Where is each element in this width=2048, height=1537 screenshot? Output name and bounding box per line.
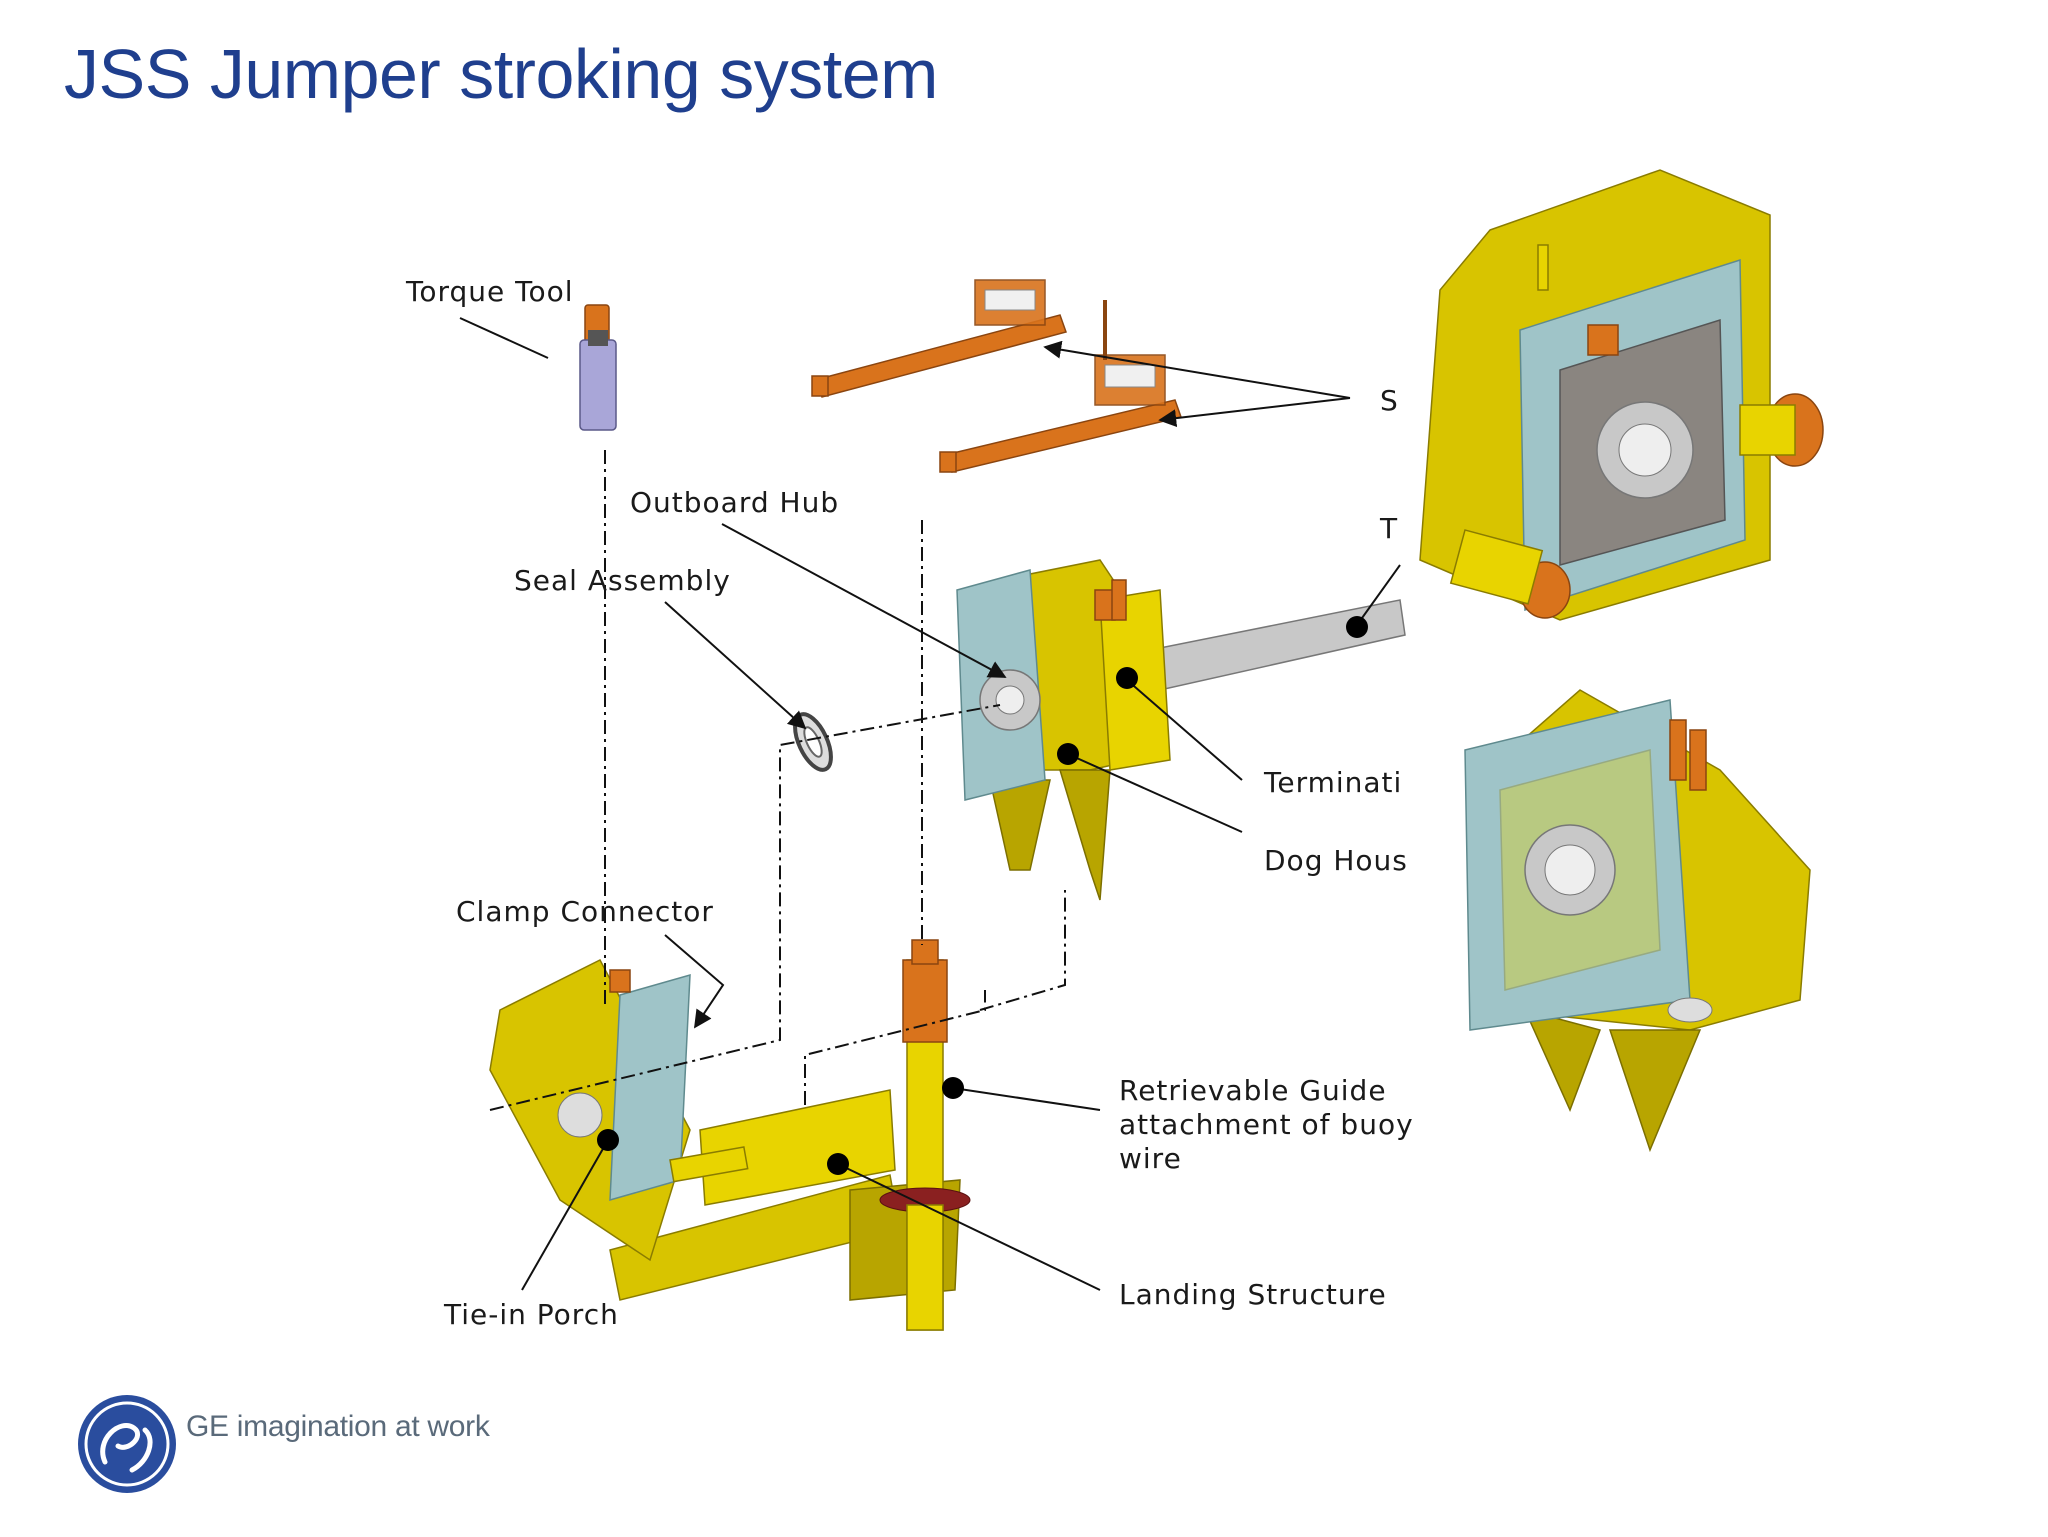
label-seal-assembly: Seal Assembly	[514, 564, 731, 597]
label-retrievable-line1: Retrievable Guide	[1119, 1074, 1387, 1107]
label-landing-structure: Landing Structure	[1119, 1278, 1387, 1311]
right-view-upper-illustration	[1419, 169, 1824, 621]
label-stroking-tool: S	[1380, 384, 1399, 417]
landing-structure-illustration	[489, 939, 971, 1331]
page-title: JSS Jumper stroking system	[64, 35, 938, 113]
callout-dots	[597, 616, 1368, 1175]
label-termination: Terminati	[1263, 766, 1402, 799]
torque-tool-illustration	[579, 304, 617, 431]
leader-lines	[459, 317, 1401, 1291]
label-torque-tool: Torque Tool	[405, 275, 574, 308]
label-t: T	[1379, 512, 1398, 545]
label-dog-house: Dog Hous	[1264, 844, 1408, 877]
label-outboard-hub: Outboard Hub	[630, 486, 839, 519]
stroking-tool-lower	[939, 300, 1182, 473]
label-retrievable-line2: attachment of buoy	[1119, 1108, 1414, 1141]
stroking-tool-upper	[811, 279, 1067, 398]
label-clamp-connector: Clamp Connector	[456, 895, 714, 928]
ge-monogram-icon	[78, 1395, 176, 1493]
label-tie-in-porch: Tie-in Porch	[443, 1298, 619, 1331]
assembly-lines	[489, 450, 1066, 1111]
ge-tagline: GE imagination at work	[186, 1410, 490, 1443]
label-retrievable-line3: wire	[1119, 1142, 1182, 1175]
right-view-lower-illustration	[1464, 689, 1811, 1153]
